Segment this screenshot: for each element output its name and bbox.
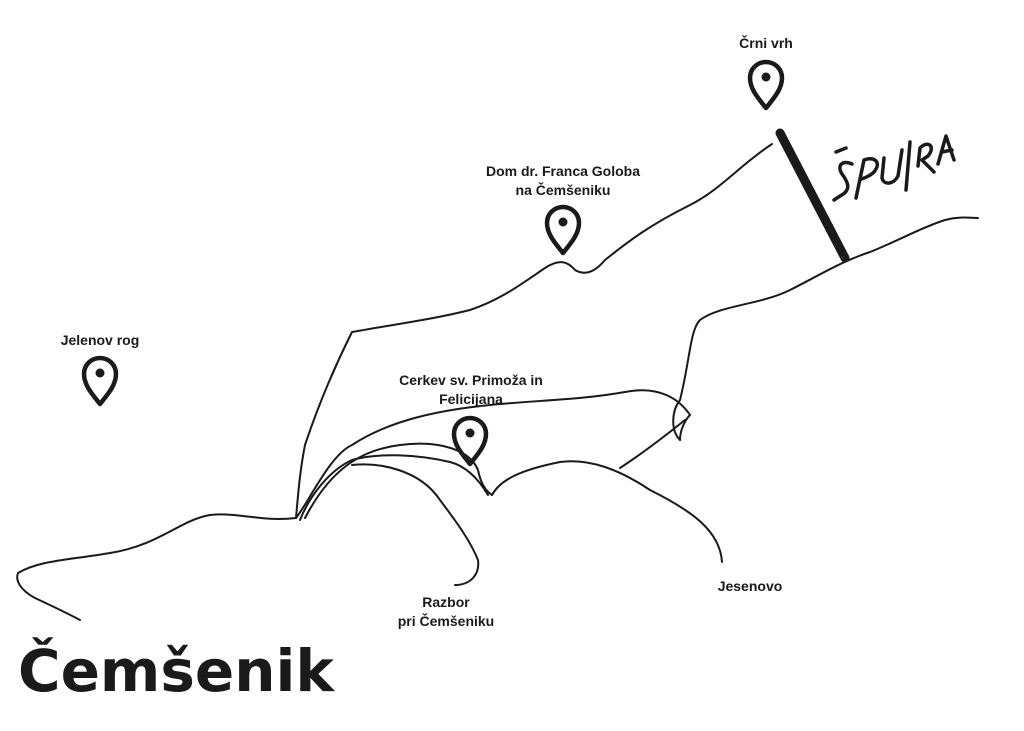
label-jesenovo: Jesenovo <box>690 577 810 596</box>
label-line: Jelenov rog <box>60 332 140 348</box>
label-line: Dom dr. Franca Goloba <box>485 163 641 179</box>
label-cerkev: Cerkev sv. Primoža in Felicijana <box>366 371 576 409</box>
label-line: Črni vrh <box>739 35 793 51</box>
road-razbor <box>351 463 480 586</box>
label-jelenov-rog: Jelenov rog <box>40 331 160 350</box>
label-line: pri Čemšeniku <box>397 613 495 629</box>
map-title: Čemšenik <box>18 637 334 705</box>
pin-jelenov-rog-icon[interactable] <box>81 355 119 407</box>
road-upper-ridge <box>295 143 773 519</box>
pin-cerkev-icon[interactable] <box>451 415 489 467</box>
label-crni-vrh: Črni vrh <box>716 34 816 53</box>
road-connector <box>619 419 686 469</box>
road-west-edge <box>16 572 81 621</box>
road-main <box>17 389 691 574</box>
label-razbor: Razbor pri Čemšeniku <box>356 593 536 631</box>
label-line: Cerkev sv. Primoža in <box>399 372 543 388</box>
label-line: Razbor <box>422 594 470 610</box>
pin-crni-vrh-icon[interactable] <box>747 59 785 111</box>
road-jesenovo <box>304 442 723 563</box>
label-line: Jesenovo <box>717 578 783 594</box>
spura-logo <box>832 134 956 202</box>
road-church-loop <box>299 454 489 521</box>
label-line: na Čemšeniku <box>515 182 611 198</box>
road-east <box>672 216 979 441</box>
pin-dom-icon[interactable] <box>544 204 582 256</box>
label-dom: Dom dr. Franca Goloba na Čemšeniku <box>448 162 678 200</box>
spura-divider <box>775 128 850 263</box>
label-line: Felicijana <box>439 391 503 407</box>
